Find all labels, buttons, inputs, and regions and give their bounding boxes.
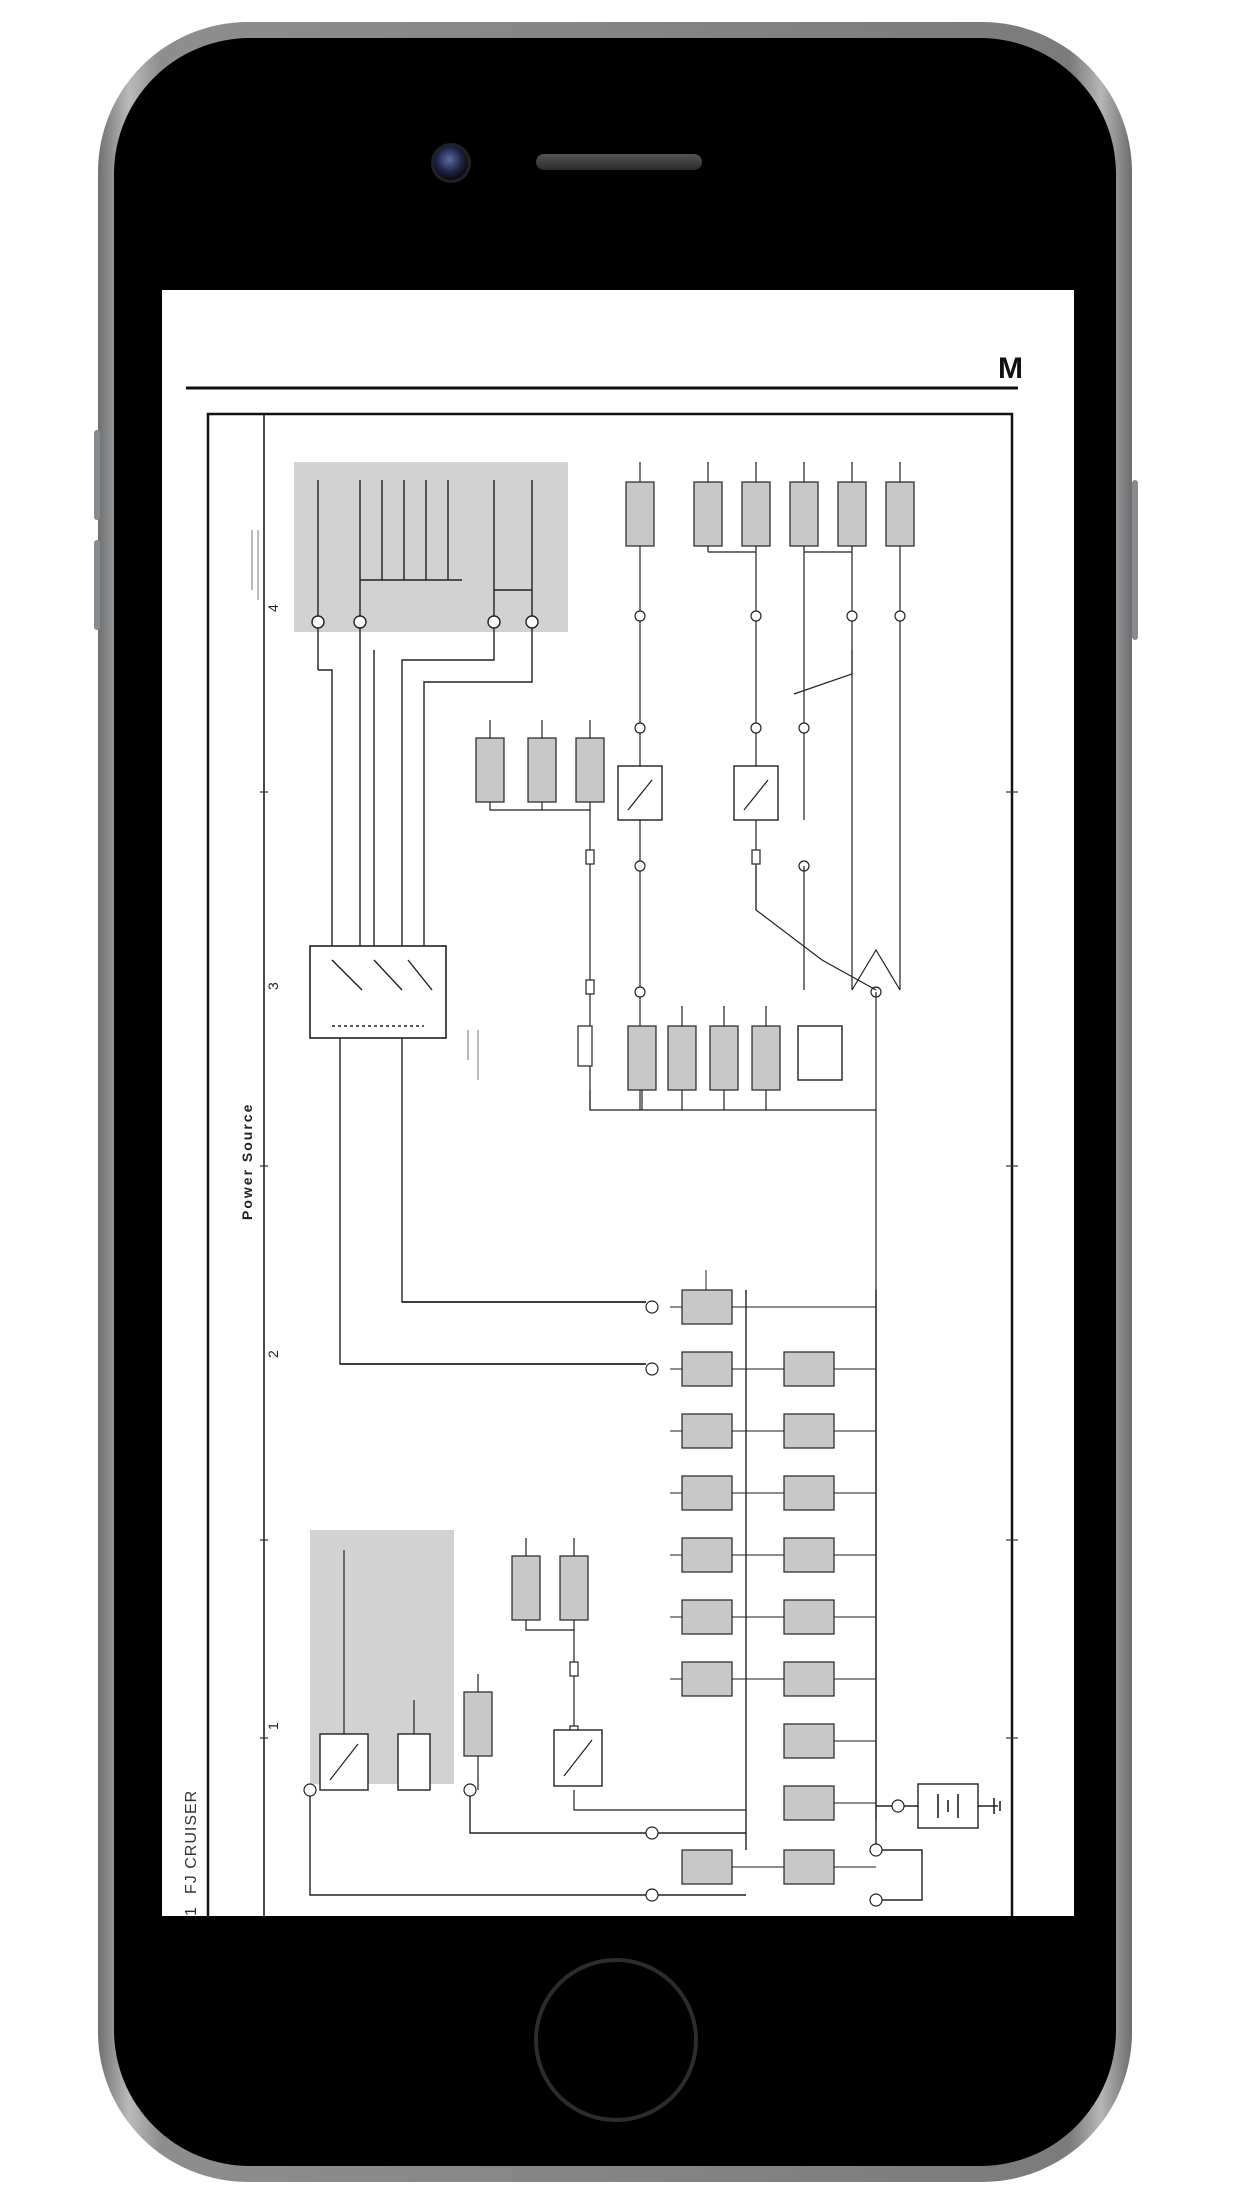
top-right-connectors — [634, 610, 906, 998]
lower-relay-wires — [343, 1550, 415, 1734]
column-marker-1: 1 — [265, 1722, 281, 1730]
main-bus — [745, 1290, 877, 1850]
relay-upper-2 — [733, 765, 779, 821]
column-marker-2: 2 — [265, 1350, 281, 1358]
middle-fuses — [475, 737, 605, 803]
top-fuse-leads — [317, 480, 533, 616]
front-camera-icon — [434, 146, 468, 180]
fuse-grid-left — [681, 1289, 733, 1885]
shaded-fuse-block-top — [294, 462, 568, 632]
ignition-output-wires — [339, 1038, 646, 1365]
ignition-feed-wires — [317, 628, 533, 970]
battery-wires — [876, 1805, 923, 1901]
fuse-grid-wires — [670, 1270, 876, 1868]
battery-connectors — [869, 1799, 905, 1907]
relay-upper-1 — [617, 765, 663, 821]
middle-connectors — [585, 849, 761, 995]
ignition-switch-internals — [331, 959, 433, 1027]
power-button — [1132, 480, 1138, 640]
page-number: 1 — [183, 1906, 200, 1916]
home-button[interactable] — [534, 1958, 698, 2122]
wiring-diagram-page: M 4 3 2 1 Power Source FJ CRUISER 1 — [183, 352, 1023, 1916]
diagram-frame — [206, 412, 1014, 1916]
lower-left-fuses — [463, 1555, 589, 1757]
middle-row-fuses — [577, 1025, 843, 1091]
ignition-switch — [309, 945, 447, 1039]
column-marker-4: 4 — [265, 604, 281, 612]
volume-down-button — [94, 540, 100, 630]
diagram-title: Power Source — [239, 1103, 255, 1220]
section-letter: M — [998, 352, 1023, 385]
top-right-fuses — [625, 481, 915, 547]
document-viewer[interactable]: M 4 3 2 1 Power Source FJ CRUISER 1 — [162, 290, 1074, 1916]
fuse-grid-connectors — [645, 1300, 659, 1902]
battery-cells — [937, 1794, 1001, 1818]
vehicle-name: FJ CRUISER — [183, 1790, 200, 1894]
fuse-grid-right — [783, 1351, 835, 1885]
left-feed-wires — [309, 1301, 746, 1896]
relay-lower-2 — [397, 1733, 431, 1791]
label-marks — [251, 530, 479, 1080]
volume-up-button — [94, 430, 100, 520]
column-marker-3: 3 — [265, 982, 281, 990]
earpiece-speaker — [536, 154, 702, 170]
column-ticks — [260, 791, 1018, 1739]
